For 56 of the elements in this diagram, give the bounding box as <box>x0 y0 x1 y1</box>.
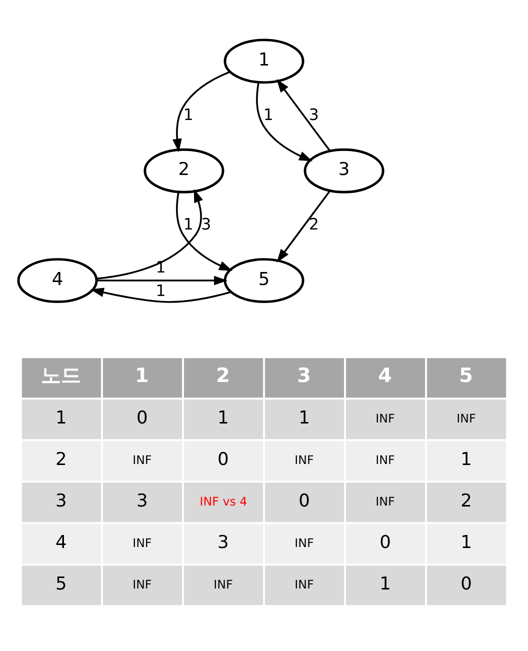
arrow <box>256 82 313 162</box>
arrow <box>176 192 233 271</box>
node-ellipse: 5 <box>224 258 304 304</box>
edge-label: 2 <box>308 214 319 234</box>
label: 노드 <box>41 364 82 387</box>
arrow <box>96 188 203 280</box>
arrow <box>90 288 232 303</box>
label: 5 <box>56 574 67 595</box>
label: INF <box>132 452 152 467</box>
label: 0 <box>460 574 472 595</box>
label: INF <box>456 411 476 426</box>
label: 2 <box>56 449 67 470</box>
label: 1 <box>460 449 472 470</box>
arrow <box>276 79 330 152</box>
edge-label: 3 <box>308 104 319 124</box>
label: 0 <box>380 532 391 554</box>
node-ellipse: 4 <box>17 258 98 304</box>
arrow <box>172 71 230 152</box>
label: 1 <box>56 408 67 429</box>
label: 4 <box>378 364 392 387</box>
edge-label: 1 <box>183 214 194 234</box>
label: 3 <box>56 490 67 512</box>
edge-label: 1 <box>156 281 166 300</box>
label: 3 <box>136 490 148 512</box>
label: INF vs 4 <box>200 494 248 508</box>
edge-label: 1 <box>263 104 274 124</box>
node-ellipse: 2 <box>144 148 224 194</box>
label: 1 <box>380 574 391 595</box>
label: 5 <box>459 364 473 387</box>
label: 1 <box>298 408 310 429</box>
label: INF <box>294 452 314 467</box>
edge-label: 1 <box>183 104 194 124</box>
edge-label: 3 <box>201 214 212 234</box>
arrow <box>96 276 228 286</box>
label: 3 <box>218 532 229 554</box>
label: INF <box>376 494 395 508</box>
label: 2 <box>216 364 230 387</box>
node-ellipse: 3 <box>304 148 384 194</box>
label: 4 <box>56 532 67 554</box>
label: 1 <box>135 364 149 387</box>
label: INF <box>132 536 152 550</box>
label: INF <box>132 577 152 592</box>
label: INF <box>376 452 395 467</box>
label: INF <box>376 411 395 426</box>
label: 1 <box>460 532 472 554</box>
label: 1 <box>218 408 229 429</box>
label: 0 <box>218 449 229 470</box>
arrow <box>276 190 331 263</box>
label: 0 <box>136 408 148 429</box>
label: 0 <box>298 490 310 512</box>
node-ellipse: 1 <box>224 38 304 84</box>
label: INF <box>294 577 314 592</box>
label: 3 <box>297 364 311 387</box>
label: INF <box>214 577 233 592</box>
label: INF <box>294 536 314 550</box>
label: 2 <box>460 490 472 512</box>
